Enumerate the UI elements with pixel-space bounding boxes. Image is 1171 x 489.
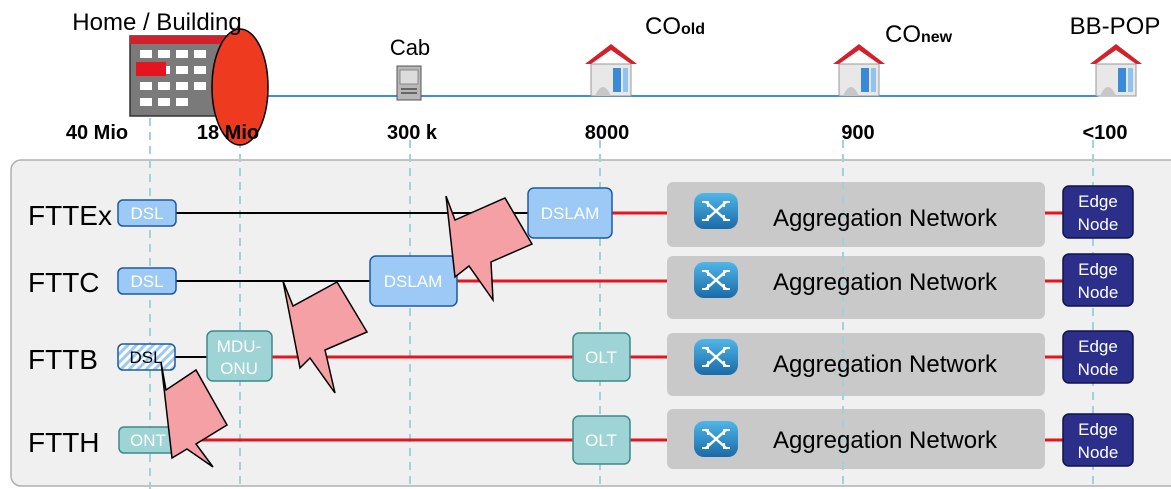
edge-node-4-line2: Node — [1078, 443, 1119, 462]
count-bb-pop: <100 — [1082, 122, 1127, 144]
aggregation-label-3: Aggregation Network — [773, 351, 998, 378]
aggregation-block-2 — [667, 256, 1045, 319]
olt-box-fttb-label: OLT — [585, 348, 617, 367]
olt-box-ftth-label: OLT — [585, 431, 617, 450]
edge-node-2-line2: Node — [1078, 283, 1119, 302]
router-icon — [694, 421, 738, 457]
count-co-new: 900 — [841, 122, 874, 144]
dsl-box-fttex-label: DSL — [130, 204, 163, 223]
ont-box-ftth-label: ONT — [130, 431, 166, 450]
aggregation-label-4: Aggregation Network — [773, 427, 998, 454]
aggregation-block-3 — [667, 333, 1045, 396]
site-label-co-old: COold — [645, 13, 705, 40]
count-cab: 300 k — [387, 122, 438, 144]
dslam-box-fttc-label: DSLAM — [384, 272, 443, 291]
edge-node-1: Edge Node — [1062, 185, 1134, 239]
dslam-box-fttex-label: DSLAM — [541, 204, 600, 223]
dslam-box-fttex: DSLAM — [527, 187, 613, 239]
edge-node-4-line1: Edge — [1078, 420, 1118, 439]
site-label-co-old-main: CO — [645, 13, 681, 40]
edge-node-2: Edge Node — [1062, 253, 1134, 307]
edge-node-3: Edge Node — [1062, 330, 1134, 384]
migration-arrows — [160, 195, 534, 468]
dslam-box-fttc: DSLAM — [369, 255, 458, 307]
co-old-icon — [585, 44, 637, 97]
dsl-box-fttex: DSL — [117, 199, 177, 227]
aggregation-blocks — [667, 182, 1045, 469]
router-icon — [694, 339, 738, 375]
mdu-onu-line2: ONU — [220, 359, 258, 378]
row-label-fttc: FTTC — [28, 267, 100, 298]
mdu-onu-box: MDU- ONU — [206, 330, 273, 382]
site-label-co-new: COnew — [885, 21, 953, 48]
aggregation-label-1: Aggregation Network — [773, 205, 998, 232]
aggregation-block-1 — [667, 182, 1045, 247]
site-label-home: Home / Building — [72, 9, 241, 36]
count-building: 18 Mio — [197, 122, 259, 144]
site-label-co-new-main: CO — [885, 21, 921, 48]
row-label-fttb: FTTB — [28, 344, 98, 375]
migration-arrow-fttc-fttb — [282, 280, 369, 394]
edge-node-2-line1: Edge — [1078, 260, 1118, 279]
count-home: 40 Mio — [66, 122, 128, 144]
edge-node-3-line1: Edge — [1078, 337, 1118, 356]
olt-box-ftth: OLT — [572, 415, 631, 465]
router-icon — [694, 262, 738, 298]
dsl-box-fttb-label: DSL — [129, 348, 162, 367]
row-label-ftth: FTTH — [28, 427, 100, 458]
aggregation-label-2: Aggregation Network — [773, 269, 998, 296]
edge-node-1-line1: Edge — [1078, 192, 1118, 211]
count-co-old: 8000 — [585, 122, 630, 144]
edge-node-3-line2: Node — [1078, 360, 1119, 379]
dsl-box-fttc: DSL — [117, 267, 177, 295]
olt-box-fttb: OLT — [572, 332, 631, 382]
aggregation-block-4 — [667, 409, 1045, 469]
migration-arrow-fttb-ftth — [160, 361, 229, 468]
mdu-onu-line1: MDU- — [217, 337, 261, 356]
row-label-fttex: FTTEx — [28, 200, 112, 231]
migration-arrow-fttex-fttc — [445, 195, 534, 303]
site-label-bb-pop: BB-POP — [1070, 13, 1161, 40]
dsl-box-fttc-label: DSL — [130, 272, 163, 291]
bb-pop-icon — [1090, 44, 1142, 97]
building-highlight-ellipse — [211, 28, 269, 146]
co-new-icon — [833, 44, 885, 97]
dsl-box-fttb: DSL — [117, 343, 176, 371]
edge-node-4: Edge Node — [1062, 413, 1134, 467]
edge-node-1-line2: Node — [1078, 215, 1119, 234]
site-label-cab: Cab — [390, 35, 430, 60]
cabinet-icon — [396, 65, 422, 101]
site-label-co-old-sub: old — [681, 21, 705, 38]
site-label-co-new-sub: new — [921, 29, 953, 46]
router-icon — [694, 193, 738, 229]
